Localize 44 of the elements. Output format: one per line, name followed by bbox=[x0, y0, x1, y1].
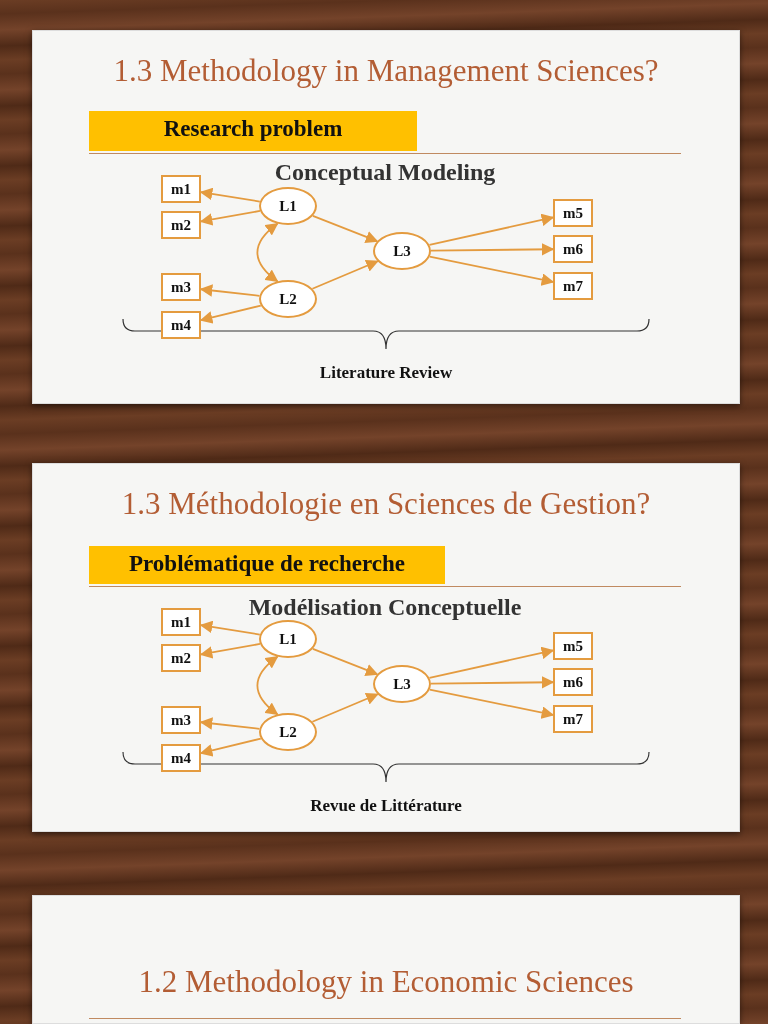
variable-box: m5 bbox=[553, 632, 593, 660]
diagram-heading: Modélisation Conceptuelle bbox=[248, 594, 522, 621]
arrow bbox=[311, 259, 379, 290]
arrow bbox=[430, 676, 555, 689]
brace-caption: Revue de Littérature bbox=[310, 796, 462, 816]
latent-ellipse: L2 bbox=[259, 713, 317, 751]
latent-ellipse: L1 bbox=[259, 187, 317, 225]
slide-title: 1.2 Methodology in Economic Sciences bbox=[137, 964, 635, 1000]
arrow bbox=[428, 213, 555, 246]
slide-card bbox=[32, 30, 740, 404]
arrow bbox=[428, 646, 555, 679]
brace-caption: Literature Review bbox=[319, 363, 453, 383]
problem-banner: Problématique de recherche bbox=[89, 546, 445, 584]
variable-box: m1 bbox=[161, 175, 201, 203]
arrow bbox=[311, 647, 379, 676]
variable-box: m3 bbox=[161, 706, 201, 734]
diagram-heading: Conceptual Modeling bbox=[274, 159, 496, 186]
arrow bbox=[428, 255, 555, 286]
variable-box: m6 bbox=[553, 668, 593, 696]
variable-box: m1 bbox=[161, 608, 201, 636]
problem-banner: Research problem bbox=[89, 111, 417, 151]
arrow bbox=[256, 655, 279, 716]
variable-box: m5 bbox=[553, 199, 593, 227]
variable-box: m7 bbox=[553, 705, 593, 733]
arrow bbox=[430, 243, 555, 256]
variable-box: m6 bbox=[553, 235, 593, 263]
latent-ellipse: L2 bbox=[259, 280, 317, 318]
slide-title: 1.3 Méthodologie en Sciences de Gestion? bbox=[120, 486, 652, 522]
variable-box: m4 bbox=[161, 744, 201, 772]
variable-box: m3 bbox=[161, 273, 201, 301]
variable-box: m7 bbox=[553, 272, 593, 300]
variable-box: m2 bbox=[161, 644, 201, 672]
variable-box: m2 bbox=[161, 211, 201, 239]
slide-card bbox=[32, 895, 740, 1024]
arrow bbox=[428, 688, 555, 719]
arrow bbox=[311, 692, 379, 723]
variable-box: m4 bbox=[161, 311, 201, 339]
slide-card bbox=[32, 463, 740, 832]
slide-title: 1.3 Methodology in Management Sciences? bbox=[112, 53, 660, 89]
latent-ellipse: L3 bbox=[373, 232, 431, 270]
arrow bbox=[256, 222, 279, 283]
arrow bbox=[311, 214, 379, 243]
latent-ellipse: L3 bbox=[373, 665, 431, 703]
latent-ellipse: L1 bbox=[259, 620, 317, 658]
